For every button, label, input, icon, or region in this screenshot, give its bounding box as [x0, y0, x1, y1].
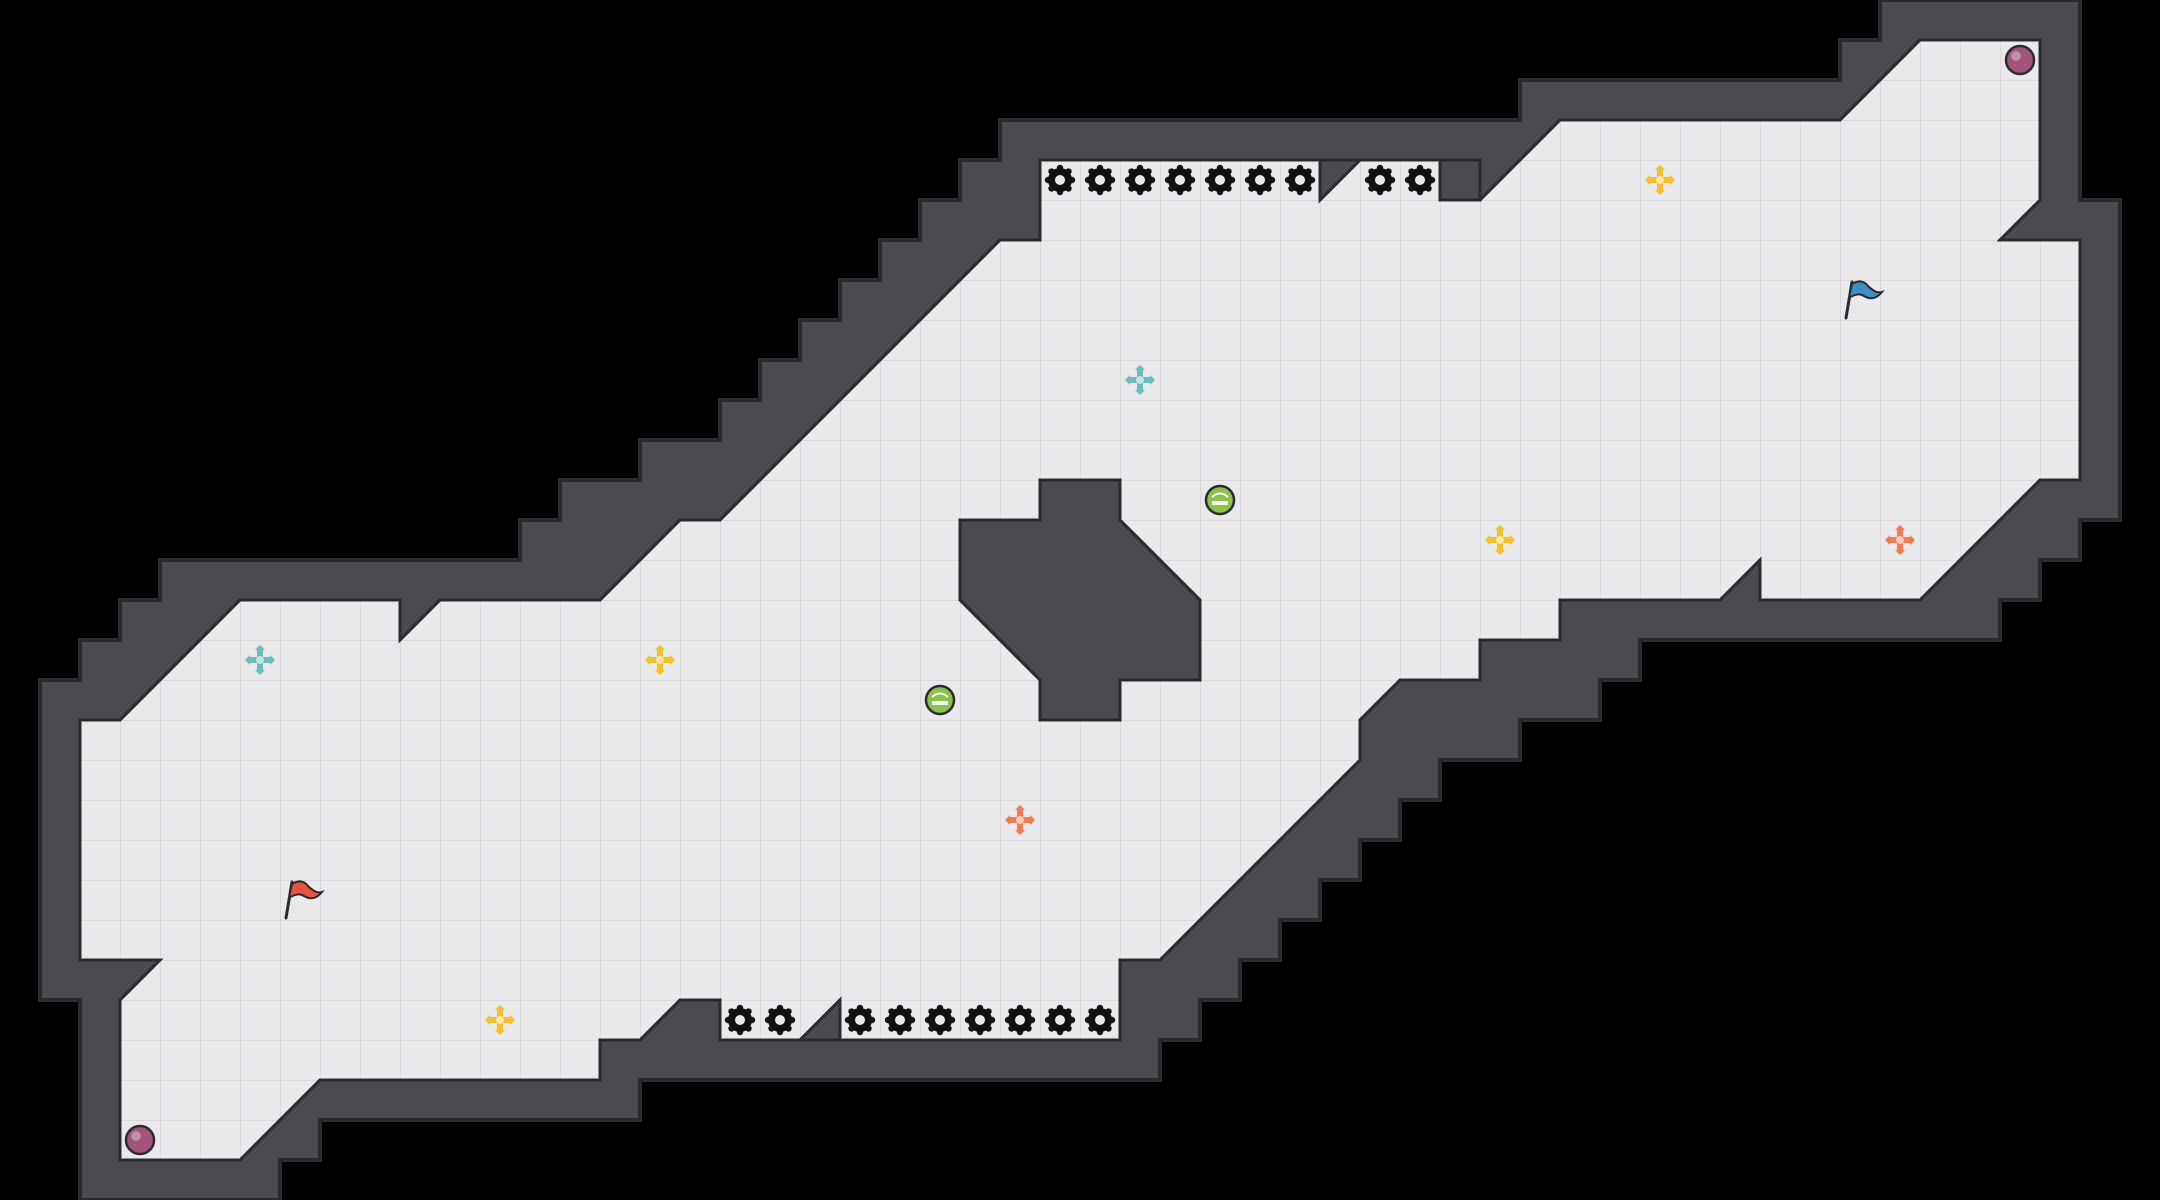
spike-icon: [1364, 164, 1396, 196]
spike-icon: [1084, 164, 1116, 196]
boost-yellow-icon: [1645, 165, 1675, 195]
boost-red-icon: [1885, 525, 1915, 555]
spike-icon: [1124, 164, 1156, 196]
spike-layer: [724, 164, 1436, 1036]
blue-flag-icon: [1844, 280, 1885, 320]
spike-icon: [844, 1004, 876, 1036]
spike-icon: [764, 1004, 796, 1036]
center-block: [958, 478, 1202, 722]
boost-yellow-icon: [485, 1005, 515, 1035]
spike-icon: [1284, 164, 1316, 196]
powerup-icon: [924, 684, 956, 716]
spike-icon: [924, 1004, 956, 1036]
boost-yellow-icon: [1485, 525, 1515, 555]
item-layer: [124, 44, 2036, 1156]
spike-icon: [724, 1004, 756, 1036]
boost-yellow-icon: [645, 645, 675, 675]
spike-icon: [1044, 1004, 1076, 1036]
spike-icon: [1004, 1004, 1036, 1036]
red-flag-icon: [284, 880, 325, 920]
boost-layer: [245, 165, 1915, 1035]
spike-icon: [1204, 164, 1236, 196]
powerup-icon: [1204, 484, 1236, 516]
spike-icon: [884, 1004, 916, 1036]
spike-icon: [964, 1004, 996, 1036]
spike-icon: [1164, 164, 1196, 196]
boost-red-icon: [1005, 805, 1035, 835]
spike-icon: [1084, 1004, 1116, 1036]
spike-icon: [1244, 164, 1276, 196]
bomb-icon: [124, 1124, 156, 1156]
boost-teal-icon: [245, 645, 275, 675]
spike-icon: [1044, 164, 1076, 196]
boost-teal-icon: [1125, 365, 1155, 395]
spike-icon: [1404, 164, 1436, 196]
bomb-icon: [2004, 44, 2036, 76]
